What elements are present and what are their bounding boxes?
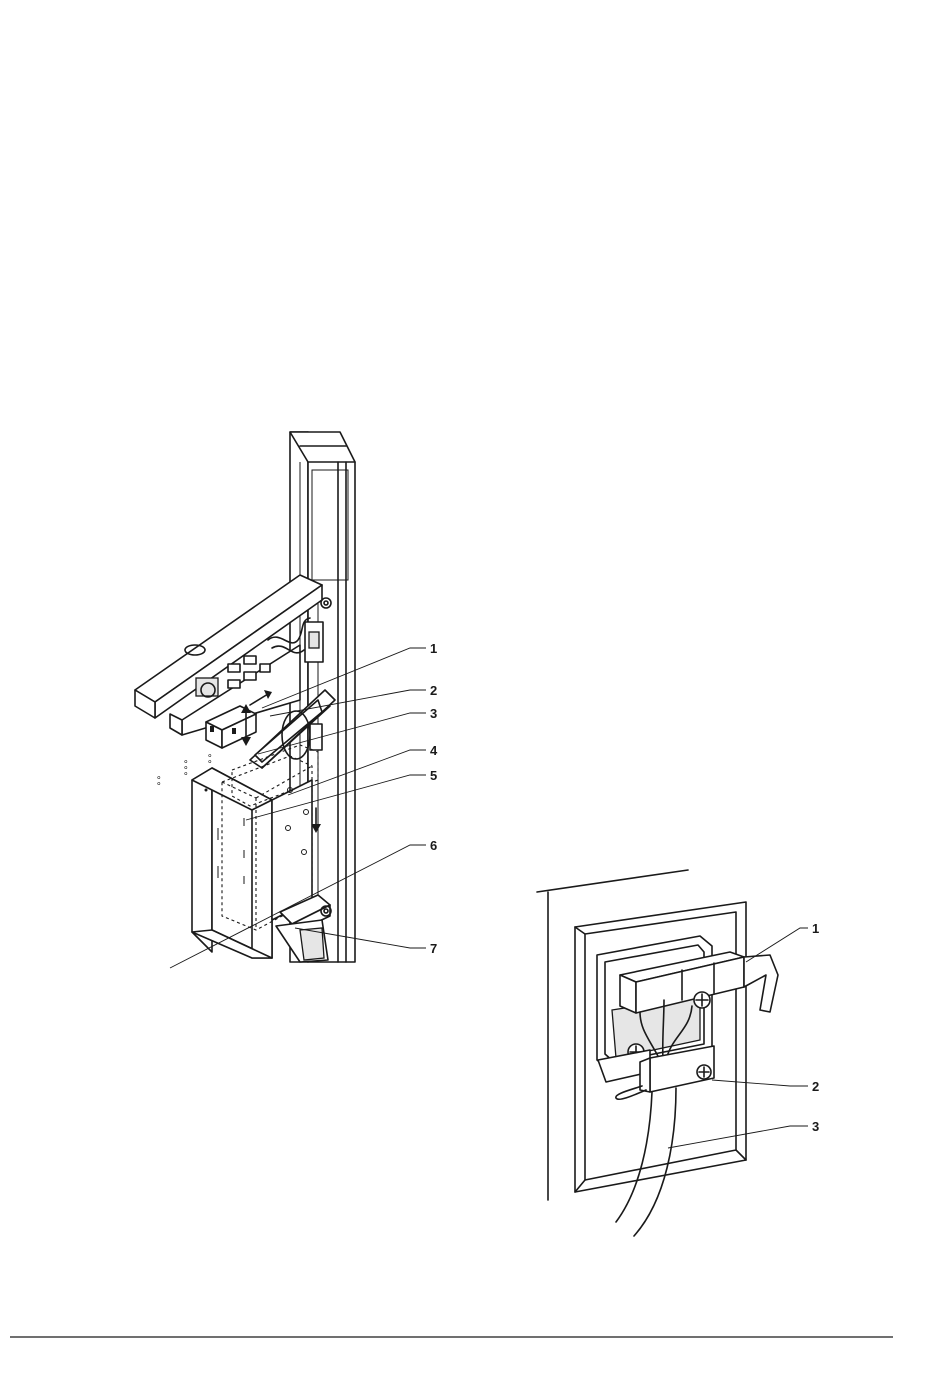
- right-callout-2: 2: [812, 1079, 819, 1094]
- left-callout-6: 6: [430, 838, 437, 853]
- left-callout-2: 2: [430, 683, 437, 698]
- back-plate: [272, 780, 312, 920]
- left-callout-3: 3: [430, 706, 437, 721]
- svg-text:∘: ∘: [207, 756, 213, 766]
- cabinet-illustration: ∘ ∘ ∘ ∘ ∘ ∘ ∘ 1 2: [135, 432, 438, 968]
- svg-text:∘: ∘: [183, 768, 189, 778]
- left-callout-5: 5: [430, 768, 437, 783]
- left-callout-4: 4: [430, 743, 438, 758]
- right-callout-1: 1: [812, 921, 819, 936]
- socket-illustration: 1 2 3: [537, 870, 819, 1236]
- left-callout-1: 1: [430, 641, 437, 656]
- svg-text:∘: ∘: [156, 778, 162, 788]
- right-callout-3: 3: [812, 1119, 819, 1134]
- left-callout-7: 7: [430, 941, 437, 956]
- power-cable: [616, 1086, 676, 1236]
